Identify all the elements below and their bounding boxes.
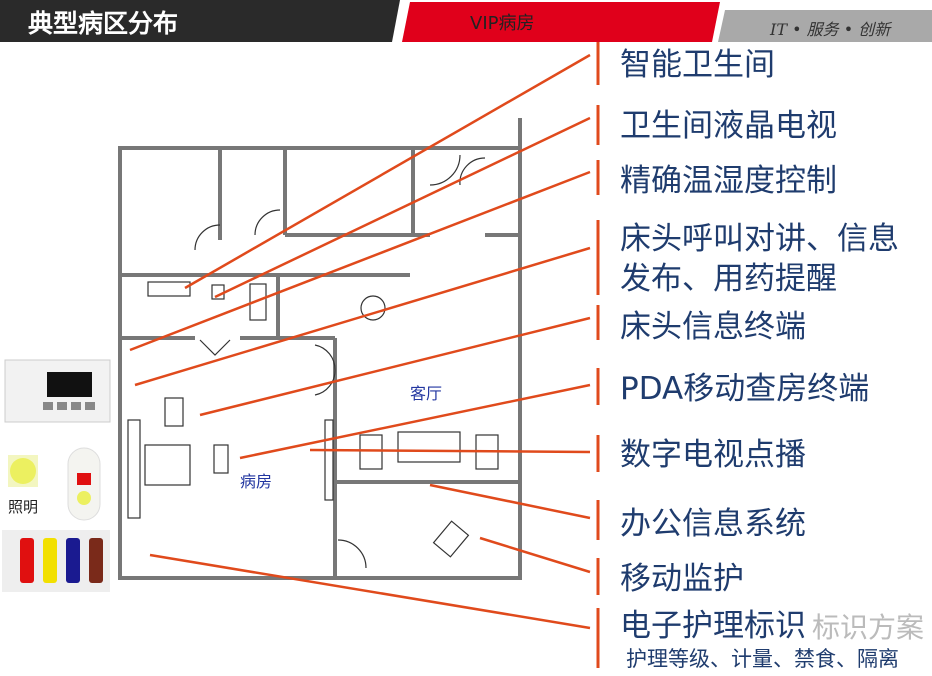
call-button-image xyxy=(8,447,101,521)
label-mobile-monitoring: 移动监护 xyxy=(620,561,744,597)
nursing-sign-detail: 护理等级、计量、禁食、隔离 xyxy=(626,647,899,671)
section-tab: VIP病房 xyxy=(470,13,535,34)
label-pda: PDA移动查房终端 xyxy=(620,371,870,407)
room-ward: 病房 xyxy=(240,472,273,491)
call-terminal-image xyxy=(4,359,111,423)
room-living: 客厅 xyxy=(410,384,443,403)
header-bar: 典型病区分布 VIP病房 IT • 服务 • 创新 xyxy=(0,0,932,42)
label-bathroom-tv: 卫生间液晶电视 xyxy=(620,108,837,144)
nursing-sign-image xyxy=(2,530,110,592)
slogan: IT • 服务 • 创新 xyxy=(770,20,891,39)
watermark: 标识方案 xyxy=(812,611,925,644)
label-digital-tv: 数字电视点播 xyxy=(620,437,806,473)
label-nursing-sign: 电子护理标识 xyxy=(620,608,806,644)
label-climate-control: 精确温湿度控制 xyxy=(620,163,837,199)
light-label: 照明 xyxy=(8,498,39,516)
label-bedside-intercom-2: 发布、用药提醒 xyxy=(620,261,837,297)
label-smart-bathroom: 智能卫生间 xyxy=(620,47,775,83)
label-bedside-terminal: 床头信息终端 xyxy=(620,309,806,345)
label-office-system: 办公信息系统 xyxy=(620,506,806,542)
page-title: 典型病区分布 xyxy=(28,9,179,38)
label-bedside-intercom: 床头呼叫对讲、信息 xyxy=(620,221,899,257)
